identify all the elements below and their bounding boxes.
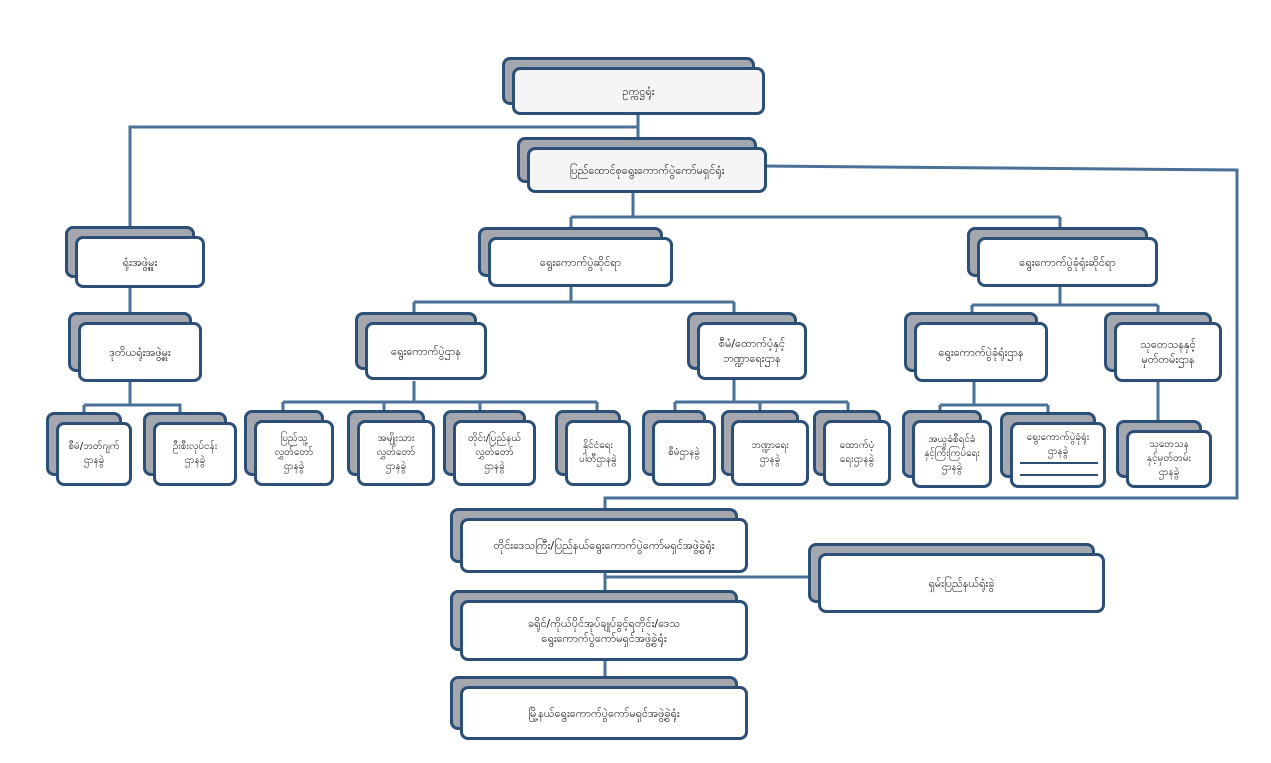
admin-sub-label: ဒုတိယရုံးအဖွဲ့မှူး [109, 345, 171, 359]
district-line1: ခရိုင်/ကိုယ်ပိုင်အုပ်ချုပ်ခွင့်ရတိုင်း/ဒ… [527, 616, 681, 630]
el-c-line2: လွှတ်တော် [475, 447, 514, 458]
el-a-line1: ပြည်သူ့ [280, 433, 308, 444]
region-box: တိုင်းဒေသကြီး/ပြည်နယ်ရွေးကောက်ပွဲကော်မရှ… [450, 508, 748, 573]
shan-box: ရှမ်းပြည်နယ်ရုံးခွဲ [808, 543, 1105, 613]
director-general-box: ပြည်ထောင်စုရွေးကောက်ပွဲကော်မရှင်ရုံး [517, 137, 767, 193]
admin-a-line2: ဌာနခွဲ [83, 455, 105, 466]
finance-dept-box: စီမံ/ထောက်ပံ့နှင့် ဘဏ္ဍာရေးဌာန [687, 312, 807, 380]
shan-label: ရှမ်းပြည်နယ်ရုံးခွဲ [928, 576, 995, 590]
el-d-box: နိုင်ငံရေး ပါတီဌာနခွဲ [555, 410, 631, 486]
research-dept-box: သုတေသနနှင့် မှတ်တမ်းဌာန [1104, 312, 1222, 382]
research-dept-line1: သုတေသနနှင့် [1140, 338, 1196, 351]
fin-c-box: ထောက်ပံ့ ရေးဌာနခွဲ [813, 410, 891, 486]
tribunal-dept-label: ရွေးကောက်ပွဲခုံရုံးဌာန [938, 345, 1024, 359]
el-b-line3: ဌာနခွဲ [385, 461, 407, 472]
region-label: တိုင်းဒေသကြီး/ပြည်နယ်ရွေးကောက်ပွဲကော်မရှ… [493, 539, 715, 552]
tr-b-line1: ရွေးကောက်ပွဲခုံရုံး [1026, 432, 1090, 443]
admin-a-box: စီမံ/ဘတ်ဂျက် ဌာနခွဲ [46, 412, 132, 486]
tr-a-line1: အယူခံစီရင်ခံ [928, 434, 976, 445]
election-label: ရွေးကောက်ပွဲဆိုင်ရာ [539, 255, 622, 269]
tribunal-box: ရွေးကောက်ပွဲခုံရုံးဆိုင်ရာ [967, 227, 1158, 287]
admin-label: ရုံးအဖွဲ့မှူး [122, 255, 158, 269]
admin-sub-box: ဒုတိယရုံးအဖွဲ့မှူး [68, 312, 202, 382]
admin-b-box: ဦးစီးလုပ်ငန်း ဌာနခွဲ [143, 412, 237, 486]
ministry-label: ဥက္ကဋ္ဌရုံး [622, 84, 655, 98]
finance-dept-line2: ဘဏ္ဍာရေးဌာန [723, 352, 781, 365]
township-label: မြို့နယ်ရွေးကောက်ပွဲကော်မရှင်အဖွဲ့ခွဲရုံ… [528, 706, 680, 720]
el-c-box: တိုင်း/ပြည်နယ် လွှတ်တော် ဌာနခွဲ [443, 410, 536, 486]
el-d-line2: ပါတီဌာနခွဲ [579, 454, 617, 465]
fin-c-line1: ထောက်ပံ့ [839, 440, 875, 451]
district-line2: ရွေးကောက်ပွဲကော်မရှင်အဖွဲ့ခွဲရုံး [541, 631, 667, 645]
el-a-box: ပြည်သူ့ လွှတ်တော် ဌာနခွဲ [244, 410, 334, 486]
rs-a-line3: ဌာနခွဲ [1158, 467, 1180, 478]
ministry-box: ဥက္ကဋ္ဌရုံး [502, 57, 765, 115]
admin-b-line1: ဦးစီးလုပ်ငန်း [172, 441, 218, 452]
director-general-label: ပြည်ထောင်စုရွေးကောက်ပွဲကော်မရှင်ရုံး [569, 163, 725, 177]
stack-divider-1 [1020, 462, 1098, 464]
el-a-line3: ဌာနခွဲ [283, 461, 305, 472]
el-b-line2: လွှတ်တော် [376, 447, 416, 458]
stack-divider-2 [1020, 474, 1098, 476]
admin-box: ရုံးအဖွဲ့မှူး [65, 226, 205, 288]
admin-a-line1: စီမံ/ဘတ်ဂျက် [68, 441, 120, 452]
tr-a-line2: နှင့်ကြီးကြပ်ရေး [924, 448, 980, 459]
finance-dept-line1: စီမံ/ထောက်ပံ့နှင့် [718, 337, 786, 350]
tr-a-line3: ဌာနခွဲ [941, 462, 963, 473]
election-dept-label: ရွေးကောက်ပွဲဌာန [391, 344, 461, 358]
rs-a-line1: သုတေသန [1149, 439, 1189, 450]
fin-a-label: စီမံဌာနခွဲ [668, 447, 700, 458]
election-dept-box: ရွေးကောက်ပွဲဌာန [355, 312, 487, 380]
el-a-line2: လွှတ်တော် [274, 447, 314, 458]
research-dept-line2: မှတ်တမ်းဌာန [1141, 353, 1195, 366]
township-box: မြို့နယ်ရွေးကောက်ပွဲကော်မရှင်အဖွဲ့ခွဲရုံ… [450, 676, 748, 740]
tr-a-box: အယူခံစီရင်ခံ နှင့်ကြီးကြပ်ရေး ဌာနခွဲ [902, 410, 992, 488]
district-box: ခရိုင်/ကိုယ်ပိုင်အုပ်ချုပ်ခွင့်ရတိုင်း/ဒ… [450, 590, 748, 661]
election-box: ရွေးကောက်ပွဲဆိုင်ရာ [478, 227, 673, 287]
el-d-line1: နိုင်ငံရေး [583, 440, 613, 451]
fin-b-line1: ဘဏ္ဍာရေး [751, 440, 789, 451]
el-c-line1: တိုင်း/ပြည်နယ် [467, 433, 522, 444]
el-c-line3: ဌာနခွဲ [484, 461, 505, 472]
tribunal-dept-box: ရွေးကောက်ပွဲခုံရုံးဌာန [904, 312, 1048, 382]
el-b-line1: အမျိုးသား [377, 433, 415, 444]
tr-b-box: ရွေးကောက်ပွဲခုံရုံး ဌာနခွဲ [1000, 412, 1106, 488]
el-b-box: အမျိုးသား လွှတ်တော် ဌာနခွဲ [347, 410, 435, 486]
rs-a-line2: နှင့်မှတ်တမ်း [1146, 453, 1192, 464]
fin-a-box: စီမံဌာနခွဲ [642, 410, 716, 486]
fin-b-box: ဘဏ္ဍာရေး ဌာနခွဲ [721, 410, 809, 486]
fin-b-line2: ဌာနခွဲ [759, 454, 781, 465]
rs-a-box: သုတေသန နှင့်မှတ်တမ်း ဌာနခွဲ [1116, 420, 1212, 488]
tribunal-label: ရွေးကောက်ပွဲခုံရုံးဆိုင်ရာ [1019, 255, 1116, 269]
tr-b-line2: ဌာနခွဲ [1047, 446, 1069, 457]
admin-b-line2: ဌာနခွဲ [184, 455, 206, 466]
fin-c-line2: ရေးဌာနခွဲ [839, 454, 875, 465]
